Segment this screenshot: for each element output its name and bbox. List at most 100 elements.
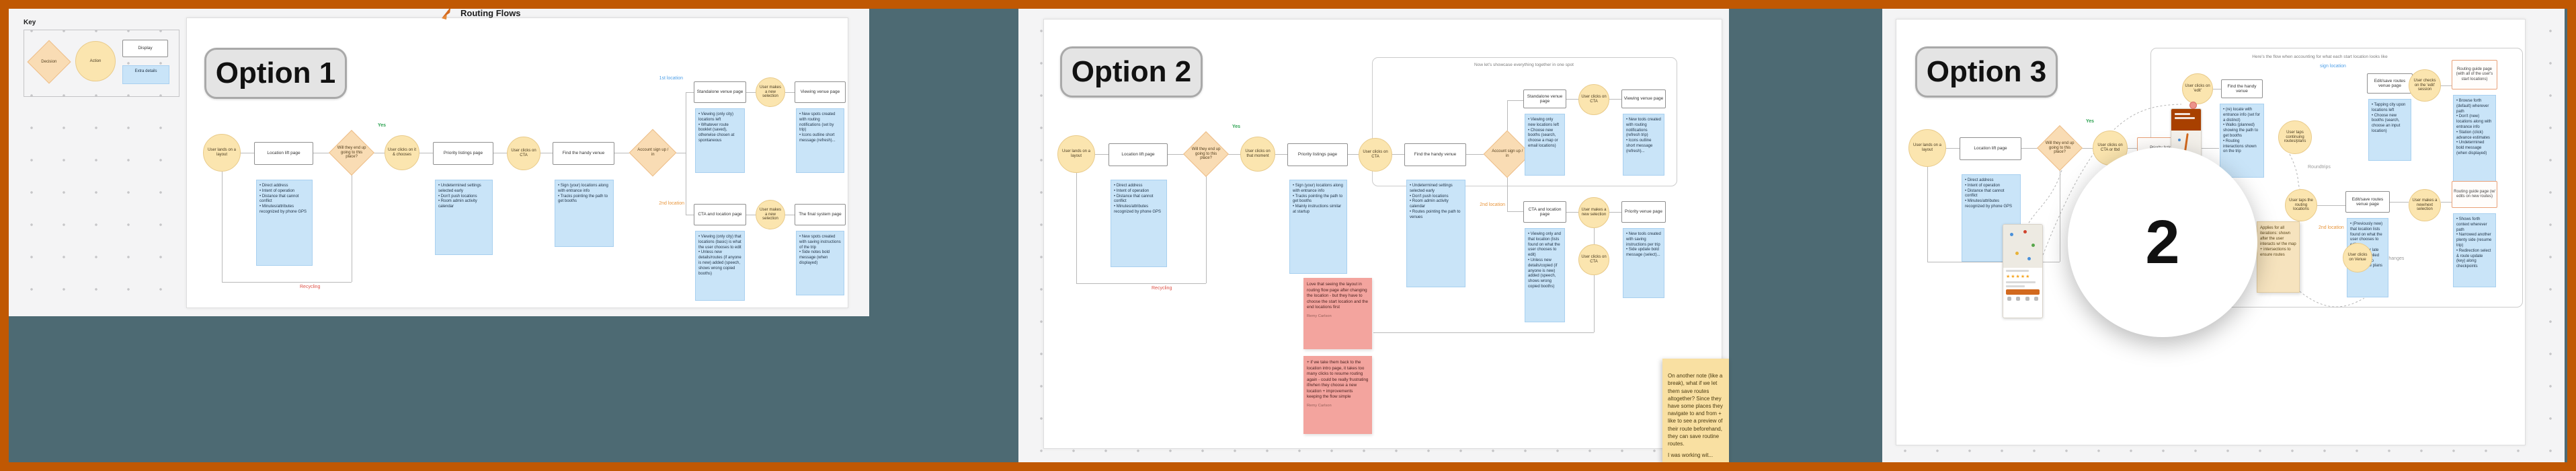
o2-bottom-note-1[interactable]: • Viewing only and that location (lists … bbox=[1525, 228, 1565, 322]
primary-action-bar[interactable] bbox=[2006, 289, 2040, 295]
o1-node-cta[interactable]: User clicks on CTA bbox=[507, 137, 540, 170]
key-decision-shape[interactable]: Decision bbox=[27, 40, 71, 84]
o2-bottom-box-1[interactable]: CTA and location page bbox=[1523, 201, 1566, 223]
pink-sticky-text: + if we take them back to the location i… bbox=[1307, 360, 1369, 399]
o1-decision-1[interactable]: Will they end up going to this place? bbox=[329, 130, 374, 176]
o3-note-A[interactable]: • (re) locate with entrance info (set fo… bbox=[2220, 104, 2264, 178]
o1-bottom-note-1[interactable]: • Viewing (only city) that locations (ba… bbox=[695, 231, 745, 301]
o2-node-location-page[interactable]: Location lift page bbox=[1109, 143, 1168, 166]
o3-decision-1[interactable]: Will they end up going to this place? bbox=[2037, 125, 2083, 171]
o3-map-app-mockup[interactable]: ★★★★★ bbox=[2003, 224, 2043, 318]
o3-circle-new-selection[interactable]: User makes a new/next selection bbox=[2409, 189, 2441, 221]
o3-circle-edit[interactable]: User clicks on 'edit' bbox=[2182, 73, 2213, 104]
option2-title[interactable]: Option 2 bbox=[1060, 46, 1203, 98]
o2-node-cta[interactable]: User clicks on CTA bbox=[1359, 138, 1392, 172]
o1-yes-label: Yes bbox=[378, 123, 387, 128]
o3-note-1[interactable]: • Direct address • Intent of operation •… bbox=[1962, 174, 2021, 262]
o1-bottom-box-1[interactable]: CTA and location page bbox=[694, 204, 746, 225]
o2-node-start[interactable]: User lands on a layout bbox=[1057, 135, 1095, 173]
o3-circle-continuing[interactable]: User taps continuing routes/plans bbox=[2278, 120, 2312, 154]
connector bbox=[1373, 332, 1594, 333]
loop-connector bbox=[1206, 176, 1207, 283]
o2-node-priority[interactable]: Priority listings page bbox=[1287, 143, 1348, 166]
key-action-shape[interactable]: Action bbox=[75, 41, 116, 81]
o1-top-box-1[interactable]: Standalone venue page bbox=[694, 81, 746, 103]
connector bbox=[1348, 154, 1359, 155]
o3-box-venue[interactable]: Find the handy venue bbox=[2221, 79, 2263, 98]
o2-decision-1[interactable]: Will they end up going to this place? bbox=[1183, 131, 1229, 177]
connector bbox=[2082, 148, 2093, 149]
o2-bottom-circle-2[interactable]: User clicks on CTA bbox=[1578, 244, 1609, 275]
o3-note-E[interactable]: • Shows forth context wherever path • Na… bbox=[2453, 213, 2496, 287]
o3-note-B[interactable]: • Tapping city upon locations left • Cho… bbox=[2368, 99, 2411, 161]
frame-option1[interactable]: Option 1 User lands on a layout Location… bbox=[186, 17, 848, 308]
o1-top-box-2[interactable]: Viewing venue page bbox=[795, 81, 846, 103]
o2-pink-sticky-2[interactable]: + if we take them back to the location i… bbox=[1303, 356, 1372, 434]
connector bbox=[1275, 154, 1287, 155]
o1-node-choose[interactable]: User clicks on it & chooses bbox=[385, 135, 419, 170]
o2-note-2[interactable]: • Sign (your) locations along with entra… bbox=[1289, 180, 1347, 274]
frame-option2[interactable]: Option 2 Now let's showcase everything t… bbox=[1043, 19, 1722, 449]
connector bbox=[1946, 148, 1960, 149]
o1-node-start[interactable]: User lands on a layout bbox=[203, 134, 241, 172]
o1-node-priority[interactable]: Priority listings page bbox=[433, 142, 493, 165]
o1-node-venue[interactable]: Find the handy venue bbox=[553, 142, 614, 165]
o1-note-3[interactable]: • Sign (your) locations along with entra… bbox=[555, 180, 614, 247]
o1-bottom-note-2[interactable]: • New spots created with saving instruct… bbox=[796, 231, 844, 295]
o2-top-note-2[interactable]: • New tools created with routing notific… bbox=[1623, 114, 1664, 176]
o3-circle-venue[interactable]: User clicks on Venue bbox=[2343, 243, 2372, 273]
o3-box-routing-guide-1[interactable]: Routing guide page (with all of the user… bbox=[2452, 60, 2497, 89]
o1-top-note-1[interactable]: • Viewing (only city) locations left • W… bbox=[695, 108, 745, 173]
o1-bottom-box-2[interactable]: The final system page bbox=[795, 204, 846, 225]
key-legend[interactable]: Decision Action Display Extra details bbox=[24, 30, 179, 97]
frame-option3[interactable]: Option 3 Here's the flow when accounting… bbox=[1896, 19, 2526, 445]
o2-bottom-circle-1[interactable]: User makes a new selection bbox=[1578, 197, 1609, 228]
o2-note-1[interactable]: • Direct address • Intent of operation •… bbox=[1111, 180, 1167, 267]
o2-top-box-1[interactable]: Standalone venue page bbox=[1523, 89, 1566, 108]
connector bbox=[686, 92, 694, 93]
screenshot-fragment-option1: Routing Flows Key Decision Action Displa… bbox=[9, 4, 869, 316]
o1-first-location-label: 1st location bbox=[659, 76, 683, 81]
o2-top-circle[interactable]: User clicks on CTA bbox=[1578, 84, 1609, 115]
connector bbox=[1507, 211, 1523, 212]
o2-node-choose[interactable]: User clicks on that moment bbox=[1240, 137, 1275, 172]
o3-group-label: Here's the flow when accounting for what… bbox=[2252, 55, 2388, 59]
o2-decision-2[interactable]: Account sign up / in bbox=[1483, 130, 1531, 178]
o3-node-location-page[interactable]: Location lift page bbox=[1960, 137, 2021, 160]
o1-decision-2[interactable]: Account sign up / in bbox=[629, 129, 677, 177]
o1-top-circle[interactable]: User makes a new selection bbox=[756, 77, 785, 107]
o2-top-note-1[interactable]: • Viewing only new locations left • Choo… bbox=[1525, 114, 1565, 176]
o3-box-edit-routes-bottom[interactable]: Edit/save routes venue page bbox=[2345, 191, 2390, 213]
o3-circle-routing-locations[interactable]: User taps the routing locations bbox=[2285, 189, 2317, 221]
o3-note-C[interactable]: • Browse forth (default) wherever path •… bbox=[2453, 95, 2496, 196]
key-display-shape[interactable]: Display bbox=[122, 40, 168, 57]
o3-circle-edit-session[interactable]: User checks on the 'edit' session bbox=[2409, 69, 2441, 102]
o2-yes-label: Yes bbox=[1232, 124, 1241, 129]
option1-title[interactable]: Option 1 bbox=[204, 48, 347, 99]
reaction-badge[interactable] bbox=[2189, 102, 2197, 109]
key-details-shape[interactable]: Extra details bbox=[122, 65, 169, 84]
o2-pink-sticky-1[interactable]: Love that seeing the layout in routing f… bbox=[1303, 278, 1372, 349]
connector bbox=[746, 92, 756, 93]
step-marker-number: 2 bbox=[2145, 207, 2180, 277]
o2-group-container[interactable] bbox=[1372, 57, 1677, 186]
step-marker-circle[interactable]: 2 bbox=[2068, 147, 2257, 337]
o3-node-start[interactable]: User lands on a layout bbox=[1908, 129, 1946, 167]
connector bbox=[1566, 99, 1578, 100]
o1-note-2[interactable]: • Undetermined settings selected early •… bbox=[435, 180, 493, 255]
o2-top-box-2[interactable]: Viewing venue page bbox=[1621, 89, 1666, 108]
o3-tan-sticky[interactable]: Applies for all iterations: shown after … bbox=[2257, 221, 2300, 293]
o3-box-routing-guide-2[interactable]: Routing guide page (w/ edits on new rout… bbox=[2452, 181, 2497, 208]
o2-note-4[interactable]: • Undetermined settings selected early •… bbox=[1406, 180, 1465, 287]
o2-bottom-note-2[interactable]: • New tools created with saving instruct… bbox=[1623, 228, 1664, 298]
option3-title[interactable]: Option 3 bbox=[1915, 46, 2058, 98]
o2-bottom-box-2[interactable]: Priority venue page bbox=[1621, 201, 1666, 223]
o1-top-note-2[interactable]: • New spots created with routing notific… bbox=[796, 108, 844, 173]
o2-yellow-sticky[interactable]: On another note (like a break), what if … bbox=[1662, 359, 1729, 463]
connector bbox=[1228, 154, 1240, 155]
o3-box-edit-routes-top[interactable]: Edit/save routes venue page bbox=[2367, 73, 2413, 94]
o1-bottom-circle[interactable]: User makes a new selection bbox=[756, 200, 785, 229]
o1-node-location-page[interactable]: Location lift page bbox=[254, 142, 313, 165]
o1-note-1[interactable]: • Direct address • Intent of operation •… bbox=[256, 180, 313, 266]
o2-node-venue[interactable]: Find the handy venue bbox=[1404, 143, 1466, 166]
